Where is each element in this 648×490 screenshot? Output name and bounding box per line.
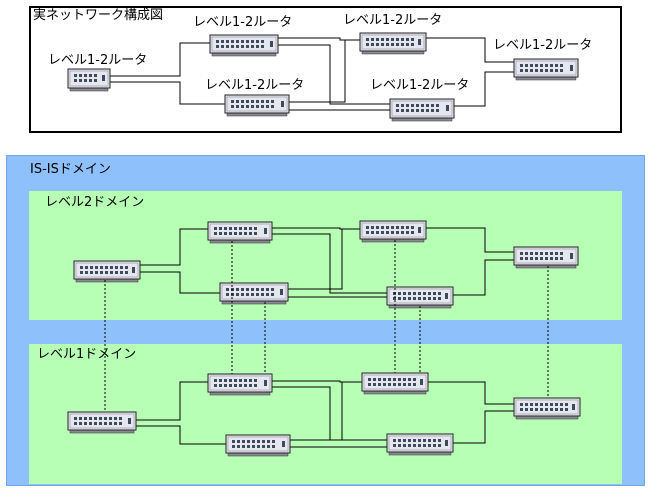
link-b-f (276, 44, 390, 105)
l2-link-1 (140, 228, 208, 266)
link-a-e (108, 81, 225, 105)
level1-domain-title: レベル1ドメイン (37, 347, 137, 362)
router-a-icon (67, 68, 111, 92)
l1-link-1 (136, 381, 208, 421)
isis-domain-title: IS-ISドメイン (30, 162, 111, 177)
l1-link-4 (272, 386, 387, 441)
l1-router-6-icon (386, 433, 454, 456)
l2-router-2-icon (207, 221, 273, 244)
router-c-icon (359, 32, 427, 55)
router-label-f: レベル1-2ルータ (370, 78, 470, 93)
l2-link-5 (288, 228, 360, 290)
l2-router-6-icon (386, 286, 454, 309)
l1-link-2 (136, 425, 226, 445)
link-a-b (108, 42, 212, 77)
l1-router-3-icon (361, 372, 429, 395)
l1-link-7 (428, 381, 515, 405)
l2-router-3-icon (359, 220, 427, 243)
l2-link-4 (272, 233, 387, 294)
l1-router-5-icon (225, 434, 291, 457)
router-label-e: レベル1-2ルータ (205, 78, 305, 93)
link-e-c (288, 39, 360, 103)
l2-link-2 (140, 271, 220, 294)
router-label-a: レベル1-2ルータ (48, 53, 148, 68)
l1-router-4-icon (513, 397, 581, 420)
l1-link-5 (290, 381, 362, 441)
link-f-d (453, 71, 515, 107)
l2-router-4-icon (513, 246, 579, 269)
physical-network-title: 実ネットワーク構成図 (33, 8, 164, 23)
l2-router-1-icon (73, 260, 141, 283)
l1-link-8 (452, 410, 515, 444)
l2-link-7 (425, 227, 515, 253)
link-c-d (425, 37, 515, 63)
l1-router-2-icon (207, 373, 273, 396)
level2-domain-title: レベル2ドメイン (45, 195, 145, 210)
l1-router-1-icon (67, 411, 137, 434)
router-label-c: レベル1-2ルータ (343, 13, 443, 28)
router-d-icon (513, 58, 579, 81)
router-e-icon (224, 94, 290, 117)
router-b-icon (209, 34, 279, 57)
router-label-d: レベル1-2ルータ (493, 38, 593, 53)
router-f-icon (389, 98, 455, 122)
router-label-b: レベル1-2ルータ (193, 15, 293, 30)
l2-link-8 (452, 259, 515, 296)
l2-router-5-icon (219, 282, 289, 305)
